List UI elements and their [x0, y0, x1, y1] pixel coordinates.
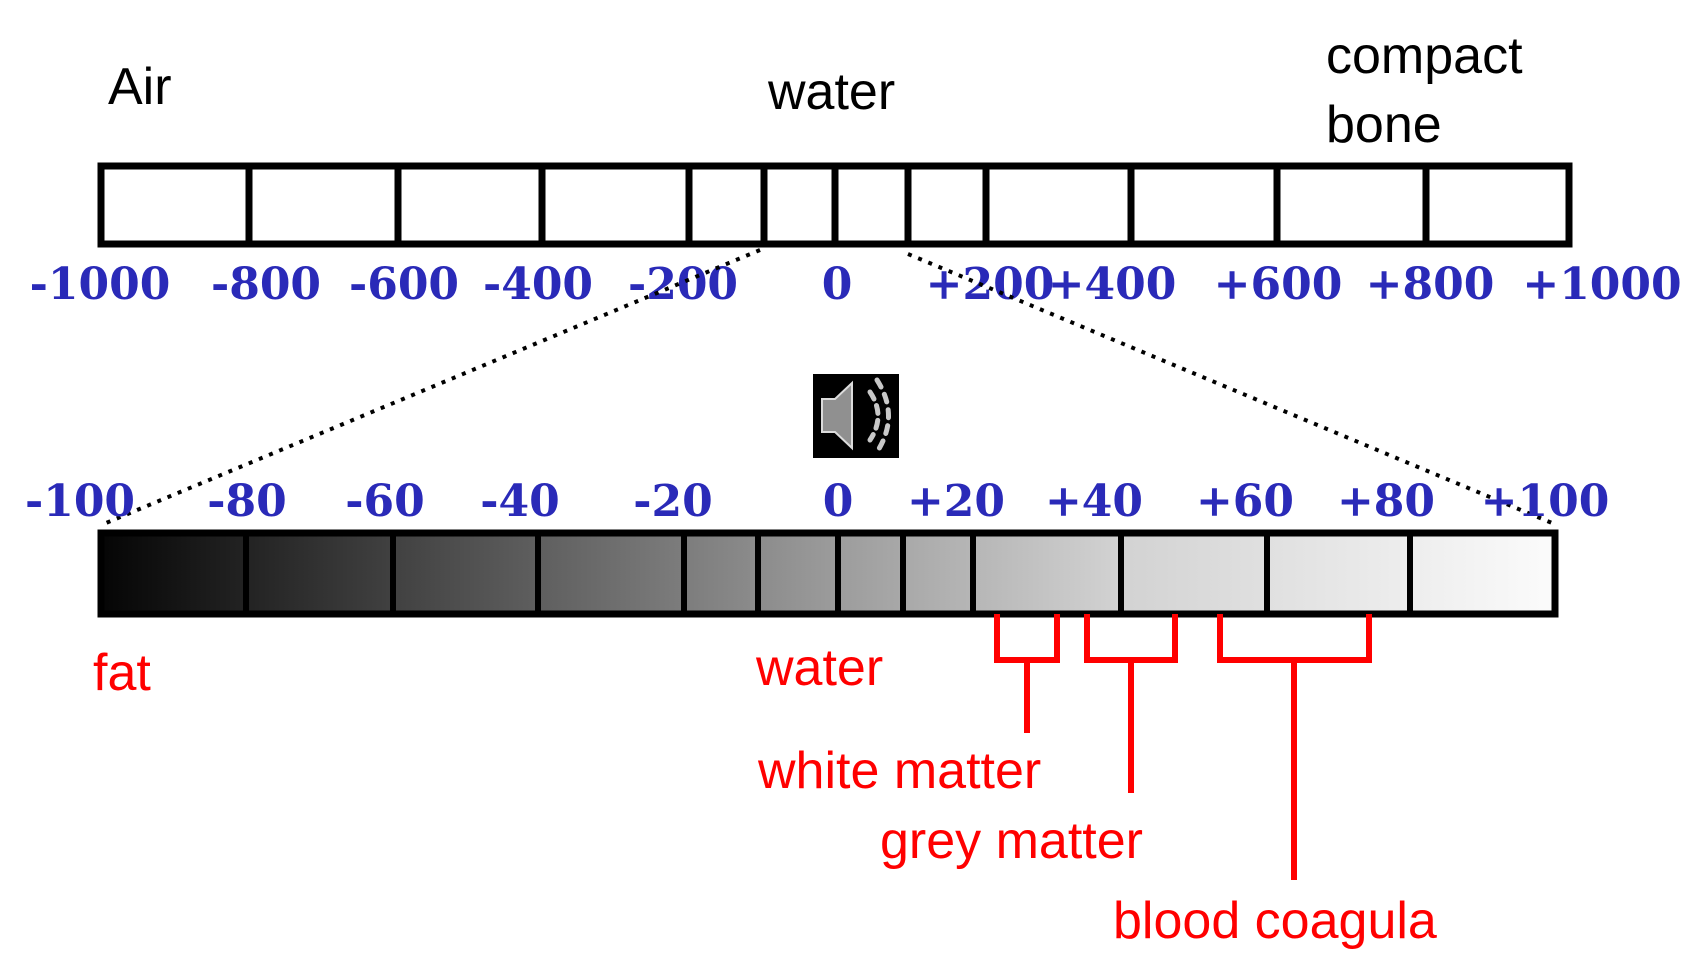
top-tick-label: +200 — [926, 259, 1055, 310]
bottom-tick-label: -20 — [633, 476, 713, 527]
top-scale-dividers — [245, 166, 1430, 244]
bottom-tick-label: +40 — [1045, 476, 1143, 527]
top-tick-label: -800 — [211, 259, 321, 310]
white-matter-label: white matter — [757, 742, 1041, 800]
compact-bone-label-line1: compact — [1326, 27, 1523, 85]
compact-bone-label-line2: bone — [1326, 96, 1442, 154]
bottom-tick-label: 0 — [823, 476, 854, 527]
zoom-line-left — [105, 248, 761, 525]
bottom-gradient-bar — [97, 529, 1559, 618]
white-matter-bracket — [994, 614, 1060, 733]
top-scale-tick-labels: -1000 -800 -600 -400 -200 0 +200+400 +600 +800 +1… — [30, 259, 1682, 310]
top-tick-label: -600 — [349, 259, 459, 310]
top-tick-label: 0 — [822, 259, 853, 310]
bottom-tick-label: +60 — [1196, 476, 1294, 527]
top-tick-label: -400 — [483, 259, 593, 310]
top-tick-label: -200 — [628, 259, 738, 310]
bottom-tick-label: -100 — [25, 476, 135, 527]
top-scale-bar — [97, 162, 1573, 248]
top-tick-label: -1000 — [30, 259, 171, 310]
blood-coagula-bracket — [1217, 614, 1372, 880]
top-tick-label: +600 — [1214, 259, 1343, 310]
blood-coagula-label: blood coagula — [1113, 892, 1437, 950]
speaker-icon[interactable] — [813, 374, 899, 458]
top-tick-label: +800 — [1366, 259, 1495, 310]
grey-matter-bracket — [1084, 614, 1178, 793]
fat-label: fat — [93, 644, 151, 702]
bottom-scale-dividers — [243, 533, 1413, 614]
bottom-tick-label: +80 — [1337, 476, 1435, 527]
bottom-tick-label: -80 — [207, 476, 287, 527]
bottom-tick-label: +20 — [907, 476, 1005, 527]
bottom-tick-label: -40 — [480, 476, 560, 527]
grey-matter-label: grey matter — [880, 812, 1143, 870]
top-tick-label: +1000 — [1522, 259, 1681, 310]
bottom-gradient-fill — [97, 529, 1559, 618]
bottom-tick-label: +100 — [1481, 476, 1610, 527]
bottom-tick-label: -60 — [345, 476, 425, 527]
top-tick-label: +400 — [1048, 259, 1177, 310]
air-label: Air — [108, 58, 172, 116]
water-label-top: water — [767, 63, 895, 121]
bottom-scale-tick-labels: -100 -80 -60 -40 -20 0 +20 +40 +60 +80 +100 — [25, 476, 1609, 527]
water-label-bottom: water — [755, 639, 883, 697]
